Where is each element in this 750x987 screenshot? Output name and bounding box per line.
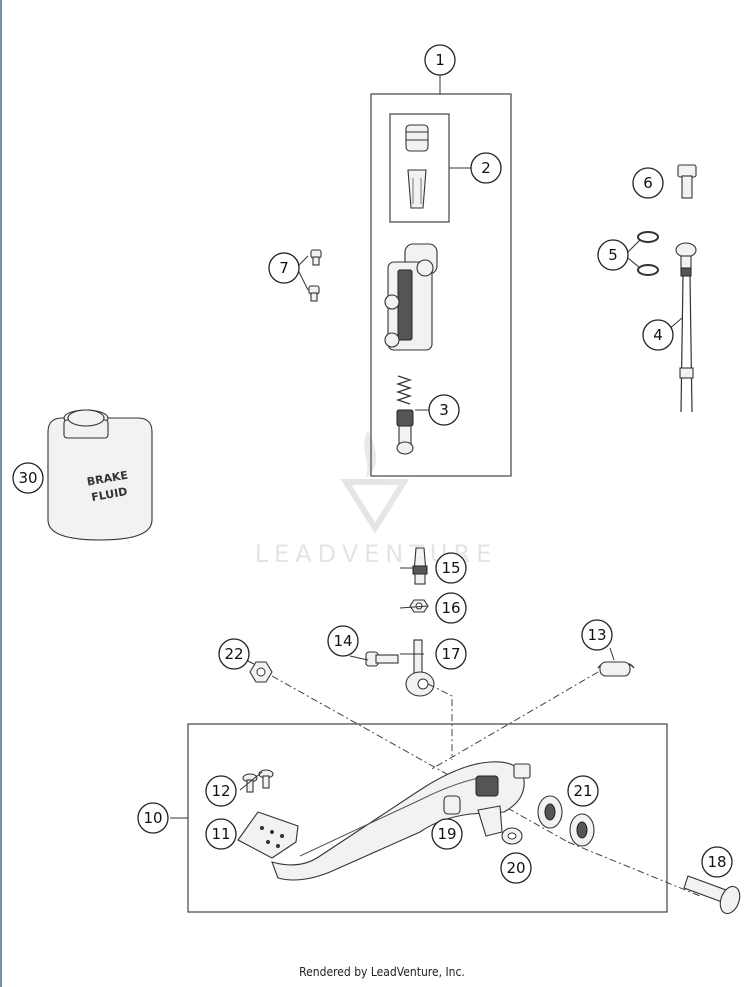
pin-14-part	[365, 651, 399, 667]
axis-line-rod	[427, 683, 453, 760]
axis-line-spring	[429, 671, 599, 771]
callout-17[interactable]: 17	[435, 638, 467, 670]
callout-21[interactable]: 21	[567, 775, 599, 807]
svg-text:6: 6	[643, 174, 653, 192]
callout-6[interactable]: 6	[632, 167, 664, 199]
svg-text:13: 13	[587, 626, 606, 644]
return-spring-part	[597, 661, 635, 677]
callout-2[interactable]: 2	[470, 152, 502, 184]
callout-30[interactable]: 30	[12, 462, 44, 494]
svg-text:15: 15	[441, 559, 460, 577]
master-cylinder-body	[384, 243, 438, 351]
callout-22[interactable]: 22	[218, 638, 250, 670]
brake-pedal-lever-part	[271, 761, 531, 881]
bleed-valve-part	[412, 547, 428, 585]
footer-credit: Rendered by LeadVenture, Inc.	[299, 965, 465, 979]
svg-text:14: 14	[333, 632, 352, 650]
svg-text:1: 1	[435, 51, 445, 69]
callout-11[interactable]: 11	[205, 818, 237, 850]
svg-text:7: 7	[279, 259, 289, 277]
callout-5[interactable]: 5	[597, 239, 629, 271]
reservoir-cap-part	[405, 124, 429, 209]
callout-12[interactable]: 12	[205, 775, 237, 807]
callout-16[interactable]: 16	[435, 592, 467, 624]
svg-text:30: 30	[18, 469, 37, 487]
banjo-bolt-part	[677, 164, 697, 199]
brake-line-part	[675, 242, 697, 413]
can-label-line2: FLUID	[90, 485, 128, 504]
callout-13[interactable]: 13	[581, 619, 613, 651]
callout-19[interactable]: 19	[431, 818, 463, 850]
screw-12-parts	[242, 769, 274, 793]
svg-text:2: 2	[481, 159, 491, 177]
push-rod-part	[405, 639, 435, 697]
callout-18[interactable]: 18	[701, 846, 733, 878]
svg-text:3: 3	[439, 401, 449, 419]
svg-text:20: 20	[506, 859, 525, 877]
svg-text:5: 5	[608, 246, 618, 264]
svg-text:21: 21	[573, 782, 592, 800]
callout-10[interactable]: 10	[137, 802, 169, 834]
piston-spring-part	[395, 375, 414, 455]
svg-text:19: 19	[437, 825, 456, 843]
svg-text:11: 11	[211, 825, 230, 843]
brake-pedal-tip-part	[237, 811, 299, 859]
svg-text:17: 17	[441, 645, 460, 663]
nut-22-part	[249, 661, 273, 683]
callout-3[interactable]: 3	[428, 394, 460, 426]
callout-4[interactable]: 4	[642, 319, 674, 351]
washer-parts	[637, 231, 659, 276]
svg-text:10: 10	[143, 809, 162, 827]
group-box-1	[370, 93, 512, 477]
bearing-21-parts	[537, 795, 595, 847]
brake-fluid-can: BRAKE FLUID	[47, 409, 153, 541]
callout-15[interactable]: 15	[435, 552, 467, 584]
svg-text:16: 16	[441, 599, 460, 617]
svg-text:18: 18	[707, 853, 726, 871]
pivot-bolt-part	[683, 875, 741, 915]
callout-1[interactable]: 1	[424, 44, 456, 76]
callout-20[interactable]: 20	[500, 852, 532, 884]
svg-text:22: 22	[224, 645, 243, 663]
nut-16-part	[409, 599, 429, 613]
bolt-7-parts	[308, 249, 322, 302]
washer-20-part	[501, 827, 523, 845]
axis-line-bolt-end	[567, 841, 701, 897]
watermark: LEADVENTURE	[255, 430, 491, 568]
bushing-19-part	[443, 795, 461, 815]
axis-line-bolt	[271, 675, 569, 843]
svg-text:12: 12	[211, 782, 230, 800]
callout-14[interactable]: 14	[327, 625, 359, 657]
callout-7[interactable]: 7	[268, 252, 300, 284]
svg-text:4: 4	[653, 326, 663, 344]
